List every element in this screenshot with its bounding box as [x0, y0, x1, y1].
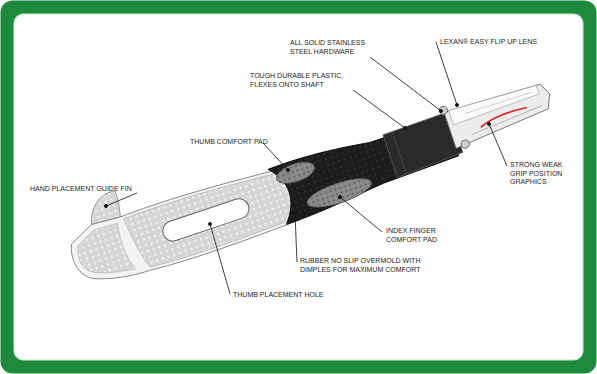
dimpled-region — [123, 165, 299, 272]
callout-label: THUMB COMFORT PAD — [190, 138, 270, 147]
callout-label: RUBBER NO SLIP OVERMOLD WITH DIMPLES FOR… — [300, 257, 428, 274]
screw — [438, 105, 448, 115]
screw — [460, 139, 470, 149]
leader-lines — [104, 42, 507, 294]
callout-label: INDEX FINGER COMFORT PAD — [386, 227, 448, 244]
callout-label: STRONG WEAK GRIP POSITION GRAPHICS — [510, 161, 580, 187]
callout-label: HAND PLACEMENT GUIDE FIN — [30, 185, 142, 194]
callout-label: TOUGH DURABLE PLASTIC, FLEXES ONTO SHAFT — [250, 72, 355, 89]
handle-body — [64, 161, 301, 295]
thumb-pad — [274, 158, 318, 188]
callout-label: THUMB PLACEMENT HOLE — [233, 291, 343, 300]
white-panel — [14, 14, 583, 360]
tool-drawing — [57, 49, 564, 294]
thumb-hole — [160, 196, 252, 244]
index-pad — [304, 173, 375, 214]
callout-label: LEXAN® EASY FLIP UP LENS — [440, 38, 560, 47]
cutter-head — [444, 78, 557, 148]
end-dimples — [72, 221, 136, 285]
callout-label: ALL SOLID STAINLESS STEEL HARDWARE — [290, 39, 372, 56]
grip-graphic — [479, 106, 528, 127]
